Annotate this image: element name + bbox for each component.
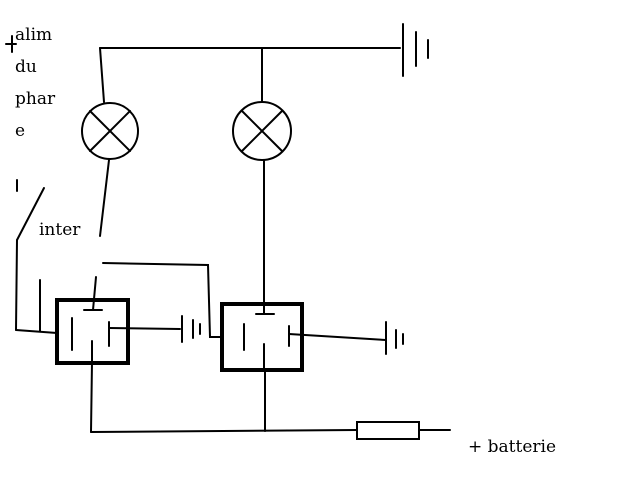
- battery-wire: [90, 361, 451, 433]
- left-feed-wire: [15, 329, 58, 334]
- ground-top: [402, 23, 429, 77]
- switch: [15, 179, 45, 331]
- alim-tick: [5, 35, 17, 53]
- switch-label: inter: [39, 220, 81, 240]
- ground-relay-left: [181, 315, 201, 343]
- alim-label-line3: phar: [15, 89, 56, 109]
- relay-right: [220, 302, 387, 372]
- fuse: [356, 421, 420, 440]
- battery-label: + batterie: [468, 437, 556, 457]
- lamp-left-wire: [99, 159, 110, 237]
- relay-left: [55, 276, 181, 365]
- alim-label-line4: e: [15, 121, 25, 141]
- top-wire: [99, 47, 401, 103]
- lamp-left: [81, 102, 139, 160]
- alim-label-line2: du: [15, 57, 37, 77]
- alim-label-line1: alim: [15, 25, 52, 45]
- relay-link-wire: [102, 262, 223, 338]
- ground-relay-right: [385, 321, 404, 355]
- lamp-right: [232, 101, 292, 161]
